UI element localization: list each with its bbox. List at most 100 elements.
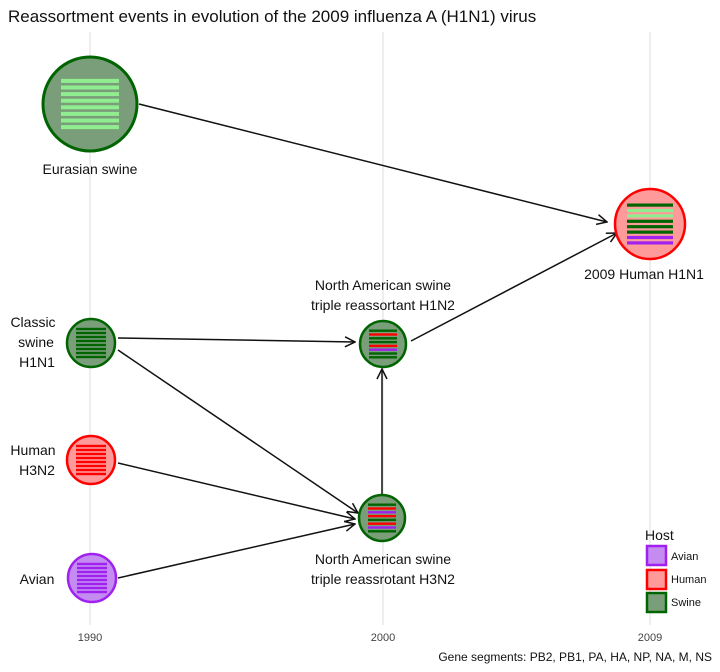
gene-segment-stripe (76, 452, 106, 456)
gene-segment-stripe (76, 343, 106, 347)
label-classic-line-1: Classic (10, 314, 55, 330)
node-classic-swine-h1n1 (65, 317, 117, 369)
gene-segment-stripe (77, 578, 107, 582)
gene-segment-stripe (77, 574, 107, 578)
label-avian: Avian (20, 571, 55, 587)
node-human-h3n2 (65, 434, 117, 486)
gene-segment-stripe (61, 98, 119, 103)
node-circle (358, 319, 408, 369)
gene-segment-stripe (369, 344, 397, 348)
label-human-line-2: H3N2 (19, 462, 55, 478)
tick-label-2000: 2000 (371, 632, 395, 644)
gene-segments-caption: Gene segments: PB2, PB1, PA, HA, NP, NA,… (438, 650, 712, 664)
diagram-title: Reassortment events in evolution of the … (8, 7, 536, 26)
edges (117, 103, 617, 579)
gene-segment-stripe (76, 347, 106, 351)
gene-segment-stripe (368, 522, 396, 525)
gene-segment-stripe (61, 105, 119, 110)
node-triple-h3n2 (357, 493, 407, 543)
gene-segment-stripe (627, 219, 673, 223)
gene-segment-stripe (369, 352, 397, 355)
label-triple-h1n2-line-2: triple reassortant H1N2 (311, 297, 455, 313)
gene-segment-stripe (76, 355, 106, 359)
label-classic-line-2: swine (18, 334, 54, 350)
label-eurasian-swine: Eurasian swine (43, 161, 138, 177)
node-triple-h1n2 (358, 319, 408, 369)
gene-segment-stripe (76, 444, 106, 448)
gene-segment-stripe (61, 111, 119, 116)
gene-segment-stripe (76, 468, 106, 472)
node-circle (41, 55, 139, 153)
gene-segment-stripe (627, 208, 673, 213)
gene-segment-stripe (369, 329, 397, 332)
gene-segment-stripe (368, 526, 396, 529)
node-eurasian-swine (41, 55, 139, 153)
node-circle (65, 317, 117, 369)
gene-segment-stripe (369, 356, 397, 359)
legend-swatch-avian (645, 544, 668, 567)
edge-classic-to-h1n2 (117, 338, 355, 342)
gene-segment-stripe (61, 78, 119, 83)
node-2009-human-h1n1 (613, 187, 687, 261)
label-human-line-1: Human (10, 442, 55, 458)
gene-segment-stripe (61, 118, 119, 123)
gene-segment-stripe (369, 333, 397, 336)
gene-segment-stripe (627, 214, 673, 218)
gene-segment-stripe (627, 241, 673, 245)
gene-segment-stripe (627, 225, 673, 229)
gene-segment-stripe (76, 331, 106, 335)
gene-segment-stripe (76, 448, 106, 452)
edge-classic-to-h3n2 (117, 349, 358, 513)
gene-segment-stripe (627, 235, 673, 240)
gene-segment-stripe (61, 85, 119, 90)
gene-segment-stripe (77, 570, 107, 574)
node-circle (613, 187, 687, 261)
gene-segment-stripe (77, 582, 107, 586)
gene-segment-stripe (77, 562, 107, 566)
label-triple-h3n2-line-2: triple reassrotant H3N2 (311, 571, 455, 587)
gene-segment-stripe (368, 503, 396, 506)
label-triple-h3n2-line-1: North American swine (315, 551, 451, 567)
tick-label-1990: 1990 (78, 632, 102, 644)
legend-title: Host (645, 527, 674, 543)
gene-segment-stripe (76, 335, 106, 339)
gene-segment-stripe (77, 590, 107, 594)
gene-segment-stripe (368, 507, 396, 510)
gene-segment-stripe (368, 530, 396, 533)
gene-segment-stripe (76, 472, 106, 476)
node-avian (66, 552, 118, 604)
gene-segment-stripe (61, 125, 119, 130)
edge-human-to-h3n2 (117, 462, 355, 519)
gene-segment-stripe (369, 340, 397, 344)
node-circle (65, 434, 117, 486)
label-classic-line-3: H1N1 (19, 354, 55, 370)
gene-segment-stripe (368, 518, 396, 522)
gene-segment-stripe (368, 511, 396, 514)
legend-label-swine: Swine (671, 597, 701, 609)
gene-segment-stripe (369, 337, 397, 340)
gene-segment-stripe (61, 92, 119, 97)
gene-segment-stripe (627, 230, 673, 234)
label-triple-h1n2-line-1: North American swine (315, 277, 451, 293)
legend-label-human: Human (671, 574, 706, 586)
gene-segment-stripe (627, 203, 673, 207)
gene-segment-stripe (369, 348, 397, 351)
legend-swatch-swine (645, 591, 668, 614)
edge-h1n2-to-2009 (410, 233, 617, 342)
gene-segment-stripe (76, 464, 106, 468)
gene-segment-stripe (76, 460, 106, 464)
edge-eurasian-to-2009 (138, 103, 607, 222)
gene-segment-stripe (76, 327, 106, 331)
gene-segment-stripe (77, 586, 107, 590)
legend-swatch-human (645, 568, 668, 591)
gene-segment-stripe (77, 566, 107, 570)
tick-label-2009: 2009 (638, 632, 662, 644)
legend-label-avian: Avian (671, 551, 698, 563)
label-2009-human-h1n1: 2009 Human H1N1 (584, 266, 704, 282)
edge-avian-to-h3n2 (117, 524, 355, 579)
node-circle (357, 493, 407, 543)
gene-segment-stripe (76, 456, 106, 460)
gene-segment-stripe (368, 514, 396, 518)
gene-segment-stripe (76, 351, 106, 355)
